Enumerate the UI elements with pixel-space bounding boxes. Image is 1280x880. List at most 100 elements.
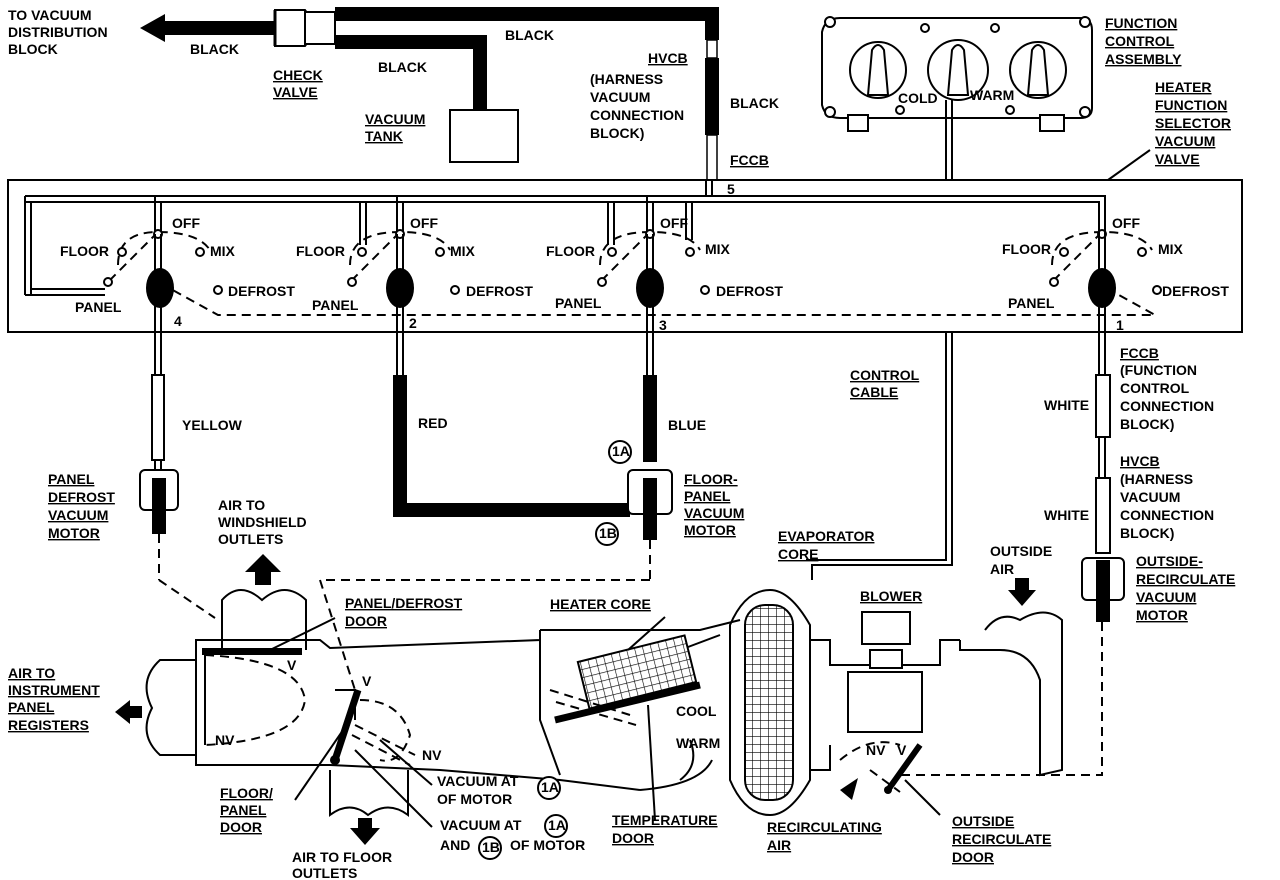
arrow-left-icon [115, 700, 142, 724]
duct-assembly: AIR TO WINDSHIELD OUTLETS PANEL/DEFROST … [8, 497, 1103, 880]
warm-air-label: WARM [676, 735, 720, 751]
panel-defrost-motor-label-3: VACUUM [48, 507, 108, 523]
valve4-panel: PANEL [75, 299, 122, 315]
vacuum-tank-label-1: VACUUM [365, 111, 425, 127]
badge-1b-label: 1B [482, 839, 500, 855]
function-control-assembly: COLD WARM FUNCTION CONTROL ASSEMBLY HEAT… [821, 15, 1231, 167]
valve2-panel: PANEL [312, 297, 359, 313]
heater-core-label: HEATER CORE [550, 596, 651, 612]
knob-icon[interactable] [849, 41, 907, 99]
vacuum-at-both-label: VACUUM AT [440, 817, 522, 833]
floor-panel-motor-label-2: PANEL [684, 488, 731, 504]
port-5-label: 5 [727, 181, 735, 197]
air-instrument-label-1: AIR TO [8, 665, 55, 681]
fccb-label-3: CONTROL [1120, 380, 1190, 396]
vacuum-tank [449, 109, 519, 163]
selector-valve-1: OFF FLOOR MIX PANEL DEFROST 1 [1002, 205, 1229, 375]
hvcb-top-label-2: (HARNESS [590, 71, 663, 87]
recirc-arrow-icon [840, 778, 858, 800]
badge-1b-icon [595, 522, 619, 546]
valve3-off: OFF [660, 215, 688, 231]
badge-1a-label: 1A [548, 817, 566, 833]
badge-1a-label: 1A [541, 779, 559, 795]
and-label: AND [440, 837, 470, 853]
floor-panel-motor-label-1: FLOOR- [684, 471, 738, 487]
selector-valve-3: OFF FLOOR MIX PANEL DEFROST 3 [546, 215, 783, 375]
selector-label-2: FUNCTION [1155, 97, 1227, 113]
black-hose-label-2: BLACK [505, 27, 554, 43]
temperature-knob-icon[interactable] [927, 39, 989, 101]
valve4-defrost: DEFROST [228, 283, 295, 299]
white-hose-label-2: WHITE [1044, 507, 1089, 523]
air-windshield-label-2: WINDSHIELD [218, 514, 307, 530]
blower-label: BLOWER [860, 588, 922, 604]
badge-1a-icon [537, 776, 561, 800]
evaporator-core [744, 604, 794, 801]
check-valve-label-1: CHECK [273, 67, 323, 83]
outside-recirc-door-label-2: RECIRCULATE [952, 831, 1051, 847]
outside-air-label-1: OUTSIDE [990, 543, 1052, 559]
door-v-label-3: V [897, 742, 907, 758]
vacuum-hoses: YELLOW RED BLUE WHITE WHITE CONTROL CABL… [151, 345, 1214, 554]
arrow-down-icon [350, 818, 380, 845]
air-instrument-label-4: REGISTERS [8, 717, 89, 733]
arrow-down-icon [1008, 578, 1036, 606]
function-control-label-1: FUNCTION [1105, 15, 1177, 31]
outside-recirc-motor-label-2: RECIRCULATE [1136, 571, 1235, 587]
hvcb-top-label-1: HVCB [648, 50, 688, 66]
panel-defrost-motor-label-1: PANEL [48, 471, 95, 487]
to-vacuum-label-2: DISTRIBUTION [8, 24, 108, 40]
selector-label-3: SELECTOR [1155, 115, 1231, 131]
temperature-door-label-2: DOOR [612, 830, 654, 846]
blue-hose-label: BLUE [668, 417, 706, 433]
valve3-panel: PANEL [555, 295, 602, 311]
hvcb-top-label-5: BLOCK) [590, 125, 644, 141]
air-instrument-label-3: PANEL [8, 699, 55, 715]
valve3-defrost: DEFROST [716, 283, 783, 299]
vacuum-supply-section: TO VACUUM DISTRIBUTION BLOCK BLACK BLACK… [8, 7, 779, 181]
badge-1a-label: 1A [612, 443, 630, 459]
floor-panel-vacuum-motor: 1A 1B FLOOR- PANEL VACUUM MOTOR [595, 440, 744, 580]
hvcb-label-2: (HARNESS [1120, 471, 1193, 487]
outside-recirc-motor-label-3: VACUUM [1136, 589, 1196, 605]
check-valve-label-2: VALVE [273, 84, 318, 100]
outside-recirc-motor-label-4: MOTOR [1136, 607, 1188, 623]
hvcb-label-4: CONNECTION [1120, 507, 1214, 523]
floor-panel-door-label-2: PANEL [220, 802, 267, 818]
to-vacuum-label-3: BLOCK [8, 41, 58, 57]
valve2-port: 2 [409, 315, 417, 331]
selector-label-1: HEATER [1155, 79, 1212, 95]
valve1-floor: FLOOR [1002, 241, 1051, 257]
floor-panel-motor-label-4: MOTOR [684, 522, 736, 538]
badge-1b-label: 1B [599, 525, 617, 541]
panel-defrost-motor-label-2: DEFROST [48, 489, 115, 505]
hvcb-top-label-4: CONNECTION [590, 107, 684, 123]
door-nv-label-2: NV [422, 747, 442, 763]
door-nv-label-1: NV [215, 732, 235, 748]
fccb-label-4: CONNECTION [1120, 398, 1214, 414]
warm-label: WARM [970, 87, 1014, 103]
air-floor-label-2: OUTLETS [292, 865, 357, 880]
black-hose-label-3: BLACK [378, 59, 427, 75]
check-valve [273, 9, 336, 47]
valve4-port: 4 [174, 313, 182, 329]
valve2-mix: MIX [450, 243, 476, 259]
outside-air-label-2: AIR [990, 561, 1014, 577]
badge-1a-icon [544, 814, 568, 838]
valve2-off: OFF [410, 215, 438, 231]
outside-recirc-door-label-1: OUTSIDE [952, 813, 1014, 829]
valve4-mix: MIX [210, 243, 236, 259]
selector-label-4: VACUUM [1155, 133, 1215, 149]
hvcb-top-label-3: VACUUM [590, 89, 650, 105]
door-v-label-2: V [362, 673, 372, 689]
door-v-label-1: V [287, 657, 297, 673]
badge-1a-icon [608, 440, 632, 464]
function-control-label-3: ASSEMBLY [1105, 51, 1182, 67]
white-hose-label-1: WHITE [1044, 397, 1089, 413]
valve2-floor: FLOOR [296, 243, 345, 259]
hvcb-label-5: BLOCK) [1120, 525, 1174, 541]
selector-valve-2: OFF FLOOR MIX PANEL DEFROST 2 [296, 215, 533, 375]
panel-defrost-door-label-2: DOOR [345, 613, 387, 629]
function-knob-icon[interactable] [1009, 41, 1067, 99]
